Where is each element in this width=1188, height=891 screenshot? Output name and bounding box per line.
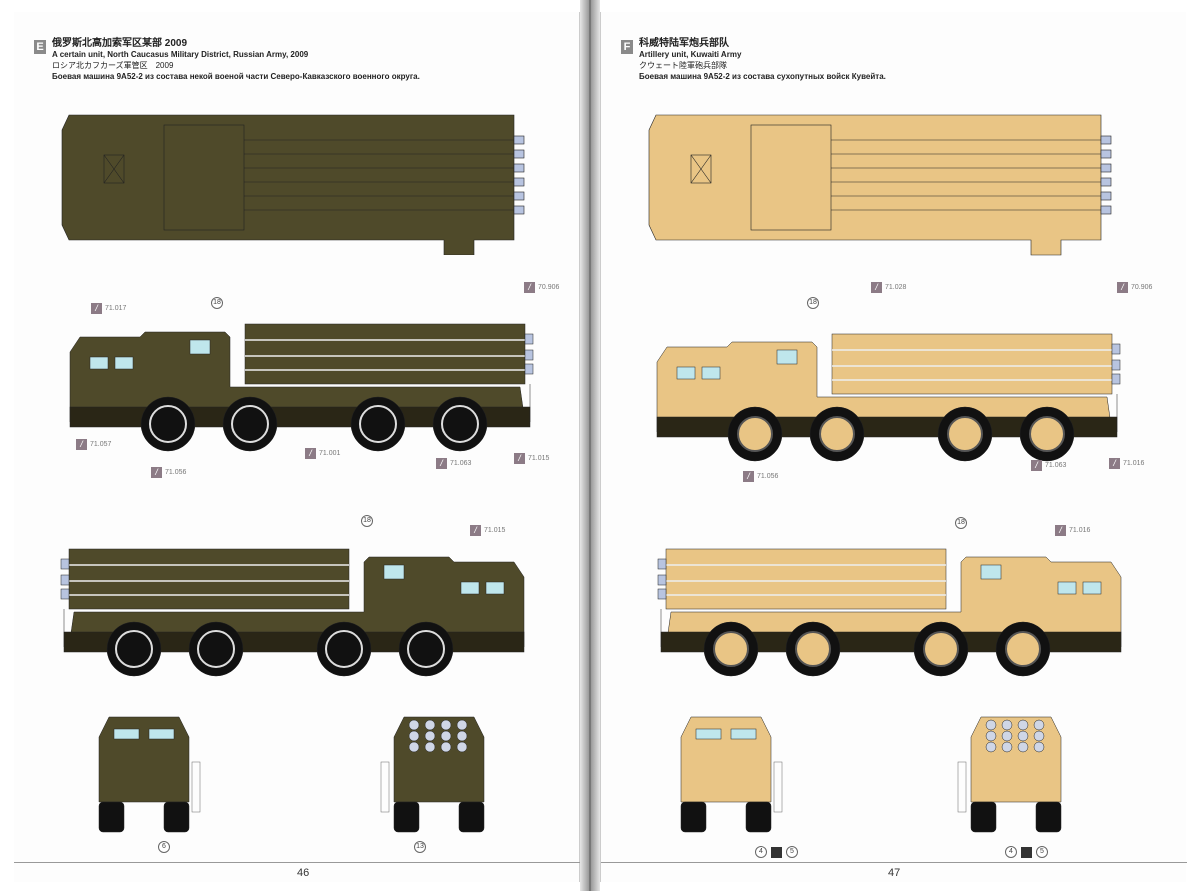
paint-swatch-icon: / <box>76 439 87 450</box>
title-english: A certain unit, North Caucasus Military … <box>52 50 309 59</box>
vehicle-top <box>648 114 1112 256</box>
paint-swatch-icon: / <box>524 282 535 293</box>
title-russian: Боевая машина 9A52-2 из состава некой во… <box>52 72 420 81</box>
vehicle-side <box>657 548 1122 677</box>
decal-number: 18 <box>807 297 819 309</box>
title-english: Artillery unit, Kuwaiti Army <box>639 50 742 59</box>
decal-number: 6 <box>158 841 170 853</box>
top-view-drawing <box>648 114 1112 256</box>
vehicle-front <box>98 716 201 833</box>
vehicle-side <box>60 548 525 677</box>
color-callout: /70.906 <box>1117 282 1152 293</box>
paint-swatch-icon: / <box>151 467 162 478</box>
paint-swatch-icon: / <box>514 453 525 464</box>
color-callout: /70.906 <box>524 282 559 293</box>
title-chinese: 科威特陆军炮兵部队 <box>639 38 729 49</box>
color-callout: /71.016 <box>1109 458 1144 469</box>
front-view-drawing <box>98 716 201 833</box>
vehicle-side <box>656 333 1121 462</box>
color-callout: /71.063 <box>436 458 471 469</box>
paint-swatch-icon: / <box>743 471 754 482</box>
page-number: 46 <box>297 867 310 879</box>
color-callout: /71.017 <box>91 303 126 314</box>
color-callout: /71.028 <box>871 282 906 293</box>
decal-icon <box>771 846 782 858</box>
paint-swatch-icon: / <box>470 525 481 536</box>
vehicle-rear <box>380 716 485 833</box>
rear-view-drawing <box>380 716 485 833</box>
color-callout: /71.001 <box>305 448 340 459</box>
decal-number: 18 <box>211 297 223 309</box>
top-view-drawing <box>61 114 525 255</box>
paint-swatch-icon: / <box>1055 525 1066 536</box>
vehicle-side <box>69 323 534 452</box>
front-view-drawing <box>680 716 783 833</box>
color-callout: /71.056 <box>151 467 186 478</box>
page-47: F 科威特陆军炮兵部队 Artillery unit, Kuwaiti Army… <box>600 12 1187 882</box>
section-letter: F <box>621 40 633 54</box>
title-japanese: ロシア北カフカーズ軍管区 2009 <box>52 61 174 70</box>
section-header-e: E 俄罗斯北高加索军区某部 2009 A certain unit, North… <box>34 38 420 82</box>
color-callout: /71.063 <box>1031 460 1066 471</box>
title-japanese: クウェート陸軍砲兵部隊 <box>639 61 727 70</box>
page-number: 47 <box>888 867 901 879</box>
paint-swatch-icon: / <box>1031 460 1042 471</box>
side-view-left-drawing <box>69 323 534 452</box>
color-callout: /71.015 <box>470 525 505 536</box>
side-view-left-drawing <box>656 333 1121 462</box>
rear-view-drawing <box>957 716 1062 833</box>
decal-number: 13 <box>414 841 426 853</box>
decal-icon <box>1021 846 1032 858</box>
paint-swatch-icon: / <box>436 458 447 469</box>
vehicle-front <box>680 716 783 833</box>
footer-rule <box>601 862 1187 863</box>
title-russian: Боевая машина 9A52-2 из состава сухопутн… <box>639 72 886 81</box>
page-46: E 俄罗斯北高加索军区某部 2009 A certain unit, North… <box>14 12 580 882</box>
vehicle-rear <box>957 716 1062 833</box>
paint-swatch-icon: / <box>1109 458 1120 469</box>
color-callout: /71.057 <box>76 439 111 450</box>
paint-swatch-icon: / <box>871 282 882 293</box>
paint-swatch-icon: / <box>1117 282 1128 293</box>
footer-rule <box>14 862 580 863</box>
paint-swatch-icon: / <box>91 303 102 314</box>
paint-swatch-icon: / <box>305 448 316 459</box>
title-chinese: 俄罗斯北高加索军区某部 2009 <box>52 38 188 49</box>
color-callout: /71.016 <box>1055 525 1090 536</box>
section-letter: E <box>34 40 46 54</box>
color-callout: /71.056 <box>743 471 778 482</box>
vehicle-top <box>61 114 525 255</box>
side-view-right-drawing <box>657 548 1122 677</box>
decal-number: 18 <box>361 515 373 527</box>
color-callout: /71.015 <box>514 453 549 464</box>
section-header-f: F 科威特陆军炮兵部队 Artillery unit, Kuwaiti Army… <box>621 38 886 82</box>
book-gutter <box>580 0 600 891</box>
side-view-right-drawing <box>60 548 525 677</box>
decal-number: 18 <box>955 517 967 529</box>
